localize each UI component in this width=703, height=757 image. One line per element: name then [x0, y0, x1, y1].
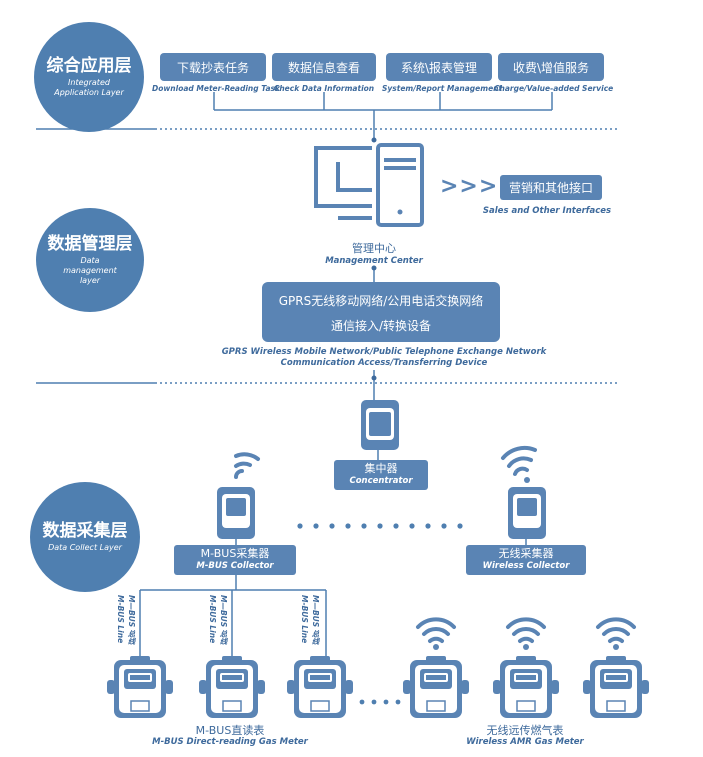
- wireless-gas-meter-icon: [403, 656, 469, 718]
- app-connectors: [213, 92, 553, 140]
- app-box-system-report: 系统\报表管理: [386, 53, 492, 81]
- mbus-gas-meter-icon: [287, 656, 353, 718]
- app-box-check-data: 数据信息查看: [272, 53, 376, 81]
- mbus-line-label-3-zh-text: M—BUS 总线: [311, 595, 320, 645]
- network-line1: GPRS无线移动网络/公用电话交换网络: [278, 294, 484, 308]
- wireless-meter-zh: 无线远传燃气表: [486, 724, 564, 737]
- mbus-collector-label: M-BUS采集器 M-BUS Collector: [174, 545, 296, 575]
- management-center-en: Management Center: [325, 256, 423, 266]
- wireless-collector-label: 无线采集器 Wireless Collector: [466, 545, 586, 575]
- meter-wifi-icon: [596, 617, 636, 650]
- network-line2: 通信接入/转换设备: [330, 319, 432, 333]
- layer-app-en: Integrated Application Layer: [54, 78, 124, 97]
- wireless-collector-en: Wireless Collector: [482, 561, 570, 571]
- mbus-collector-zh: M-BUS采集器: [200, 547, 270, 560]
- mbus-gas-meter-icon: [199, 656, 265, 718]
- mbus-line-label-1-zh-text: M—BUS 总线: [127, 595, 136, 645]
- app-caption-check-data: Check Data Information: [273, 84, 375, 93]
- sales-arrows: >>>: [440, 174, 499, 199]
- mbus-line-label-2-zh: M—BUS 总线: [218, 595, 229, 645]
- layer-circle-mgmt: 数据管理层 Data management layer: [36, 208, 144, 312]
- mbus-line-label-3-en: M-BUS Line: [300, 595, 309, 644]
- computer-icon: [314, 143, 424, 227]
- mbus-collector-en: M-BUS Collector: [196, 561, 274, 571]
- concentrator-label: 集中器 Concentrator: [334, 460, 428, 490]
- sales-caption: Sales and Other Interfaces: [482, 206, 612, 216]
- mbus-line-label-1-en: M-BUS Line: [116, 595, 125, 644]
- wireless-gas-meter-icon: [583, 656, 649, 718]
- network-caption-2: Communication Access/Transferring Device: [280, 358, 488, 368]
- mbus-line-label-2-en: M-BUS Line: [208, 595, 217, 644]
- network-caption-1: GPRS Wireless Mobile Network/Public Tele…: [221, 347, 547, 357]
- layer-circle-app: 综合应用层 Integrated Application Layer: [34, 22, 144, 132]
- sales-box: 营销和其他接口: [500, 175, 602, 200]
- mbus-collector-wifi-icon: [234, 452, 260, 479]
- layer-collect-en: Data Collect Layer: [48, 543, 122, 552]
- layer-app-zh: 综合应用层: [46, 56, 132, 76]
- layer-mgmt-zh: 数据管理层: [47, 234, 133, 254]
- mbus-line-label-1: M-BUS Line: [116, 595, 125, 643]
- layer-circle-collect: 数据采集层 Data Collect Layer: [30, 482, 140, 592]
- app-box-charge-service: 收费\增值服务: [498, 53, 604, 81]
- meter-wifi-icon: [506, 617, 546, 650]
- mbus-line-label-3-zh: M—BUS 总线: [310, 595, 321, 645]
- concentrator-zh: 集中器: [364, 462, 398, 475]
- mbus-line-label-2: M-BUS Line: [208, 595, 217, 643]
- mbus-meter-zh: M-BUS直读表: [195, 724, 265, 737]
- mbus-gas-meter-icon: [107, 656, 173, 718]
- connector-dot: [371, 137, 377, 143]
- layer-collect-zh: 数据采集层: [42, 521, 128, 541]
- mbus-line-label-3: M-BUS Line: [300, 595, 309, 643]
- concentrator-en: Concentrator: [349, 476, 413, 486]
- mbus-line-label-2-zh-text: M—BUS 总线: [219, 595, 228, 645]
- layer-mgmt-en: Data management layer: [63, 256, 117, 285]
- app-caption-system-report: System/Report Management: [382, 84, 503, 93]
- concentrator-device-icon: [361, 400, 399, 450]
- collector-bus: [235, 538, 527, 545]
- app-caption-charge-service: Charge/Value-added Service: [494, 84, 614, 93]
- wireless-meter-en: Wireless AMR Gas Meter: [466, 737, 584, 747]
- wireless-collector-zh: 无线采集器: [498, 547, 554, 560]
- network-box: GPRS无线移动网络/公用电话交换网络 通信接入/转换设备: [262, 282, 500, 342]
- wireless-collector-wifi-icon: [501, 446, 537, 476]
- management-center-zh: 管理中心: [352, 242, 396, 255]
- meter-dotted-chain: [359, 699, 401, 705]
- app-caption-download-task: Download Meter-Reading Task: [152, 84, 280, 93]
- app-box-download-task: 下载抄表任务: [160, 53, 266, 81]
- mbus-line-label-1-zh: M—BUS 总线: [126, 595, 137, 645]
- wireless-collector-device-icon: [508, 487, 546, 539]
- dotted-chain: [297, 523, 463, 529]
- mbus-meter-en: M-BUS Direct-reading Gas Meter: [152, 737, 308, 747]
- wireless-gas-meter-icon: [493, 656, 559, 718]
- mbus-lines: [139, 575, 327, 660]
- mbus-collector-device-icon: [217, 487, 255, 539]
- meter-wifi-icon: [416, 617, 456, 650]
